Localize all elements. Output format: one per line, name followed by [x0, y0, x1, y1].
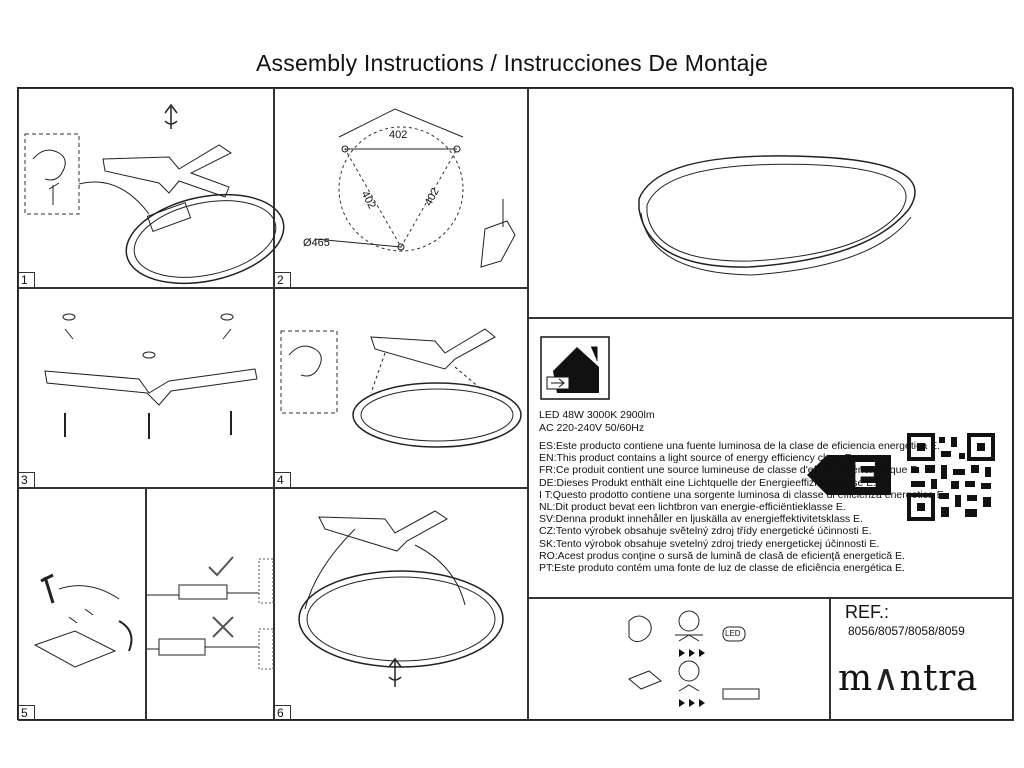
spec-power: LED 48W 3000K 2900lm: [539, 409, 655, 421]
reference-value: 8056/8057/8058/8059: [848, 624, 965, 638]
energy-statement-en: EN:This product contains a light source …: [539, 452, 855, 465]
product-specifications: LED 48W 3000K 2900lm AC 220-240V 50/60Hz: [539, 409, 655, 434]
energy-statement-fr: FR:Ce produit contient une source lumine…: [539, 464, 921, 477]
energy-statement-ro: RO:Acest produs conţine o sursă de lumin…: [539, 549, 905, 562]
step-4-panel: 4: [274, 288, 528, 488]
step-5-panel: 5: [18, 488, 146, 721]
step-3-number: 3: [19, 472, 35, 487]
product-image-panel: [528, 88, 1014, 318]
energy-statement-sk: SK:Tento výrobok obsahuje svetelný zdroj…: [539, 537, 880, 550]
instruction-sheet: 1 402 402 402 Ø465 2: [17, 87, 1014, 721]
step-5b-panel: [146, 488, 274, 721]
step-2-panel: 402 402 402 Ø465 2: [274, 88, 528, 288]
step-2-number: 2: [275, 272, 291, 287]
step-5b-illustration: [147, 556, 274, 670]
safety-symbols-panel: LED: [528, 598, 830, 721]
step-2-dimension-top: 402: [389, 129, 408, 141]
energy-statements: ES:Este producto contiene una fuente lum…: [539, 440, 1009, 574]
brand-name-wedge: ∧: [872, 658, 900, 699]
step-4-number: 4: [275, 472, 291, 487]
step-1-illustration: [24, 103, 285, 285]
energy-statement-nl: NL:Dit product bevat een lichtbron van e…: [539, 501, 846, 514]
energy-statement-it: I T:Questo prodotto contiene una sorgent…: [539, 488, 947, 501]
step-1-panel: 1: [18, 88, 285, 288]
safety-icons: [628, 610, 760, 707]
qr-code: [907, 433, 995, 521]
indoor-use-symbol: [540, 336, 610, 400]
step-2-dimension-diameter: Ø465: [303, 237, 330, 249]
energy-statement-es: ES:Este producto contiene una fuente lum…: [539, 440, 941, 452]
step-6-illustration: [298, 510, 504, 687]
spec-voltage: AC 220-240V 50/60Hz: [539, 421, 645, 434]
step-6-panel: 6: [274, 488, 528, 721]
step-5-illustration: [33, 573, 133, 668]
step-2-illustration: [314, 108, 516, 268]
page-title: Assembly Instructions / Instrucciones De…: [256, 50, 768, 76]
brand-name-left: m: [838, 658, 873, 699]
energy-statement-pt: PT:Este produto contém uma fonte de luz …: [539, 562, 905, 575]
energy-label-panel: E: [528, 318, 1014, 598]
step-3-illustration: [44, 313, 258, 439]
energy-class-arrow: [807, 455, 891, 495]
energy-statement-sv: SV:Denna produkt innehåller en ljuskälla…: [539, 513, 863, 526]
energy-statement-cz: CZ:Tento výrobek obsahuje světelný zdroj…: [539, 525, 872, 538]
step-1-number: 1: [19, 272, 35, 287]
product-illustration: [638, 155, 916, 276]
reference-label: REF.:: [845, 602, 890, 622]
step-5-number: 5: [19, 705, 35, 720]
step-4-illustration: [280, 328, 522, 448]
reference-panel: [830, 598, 1014, 721]
energy-class-letter: E: [853, 454, 878, 495]
energy-statement-de: DE:Dieses Produkt enthält eine Lichtquel…: [539, 476, 877, 489]
brand-name-right: ntra: [899, 658, 978, 699]
led-symbol-label: LED: [725, 629, 741, 638]
step-3-panel: 3: [18, 288, 274, 488]
step-6-number: 6: [275, 705, 291, 720]
brand-logo: m∧ntra: [838, 658, 978, 699]
